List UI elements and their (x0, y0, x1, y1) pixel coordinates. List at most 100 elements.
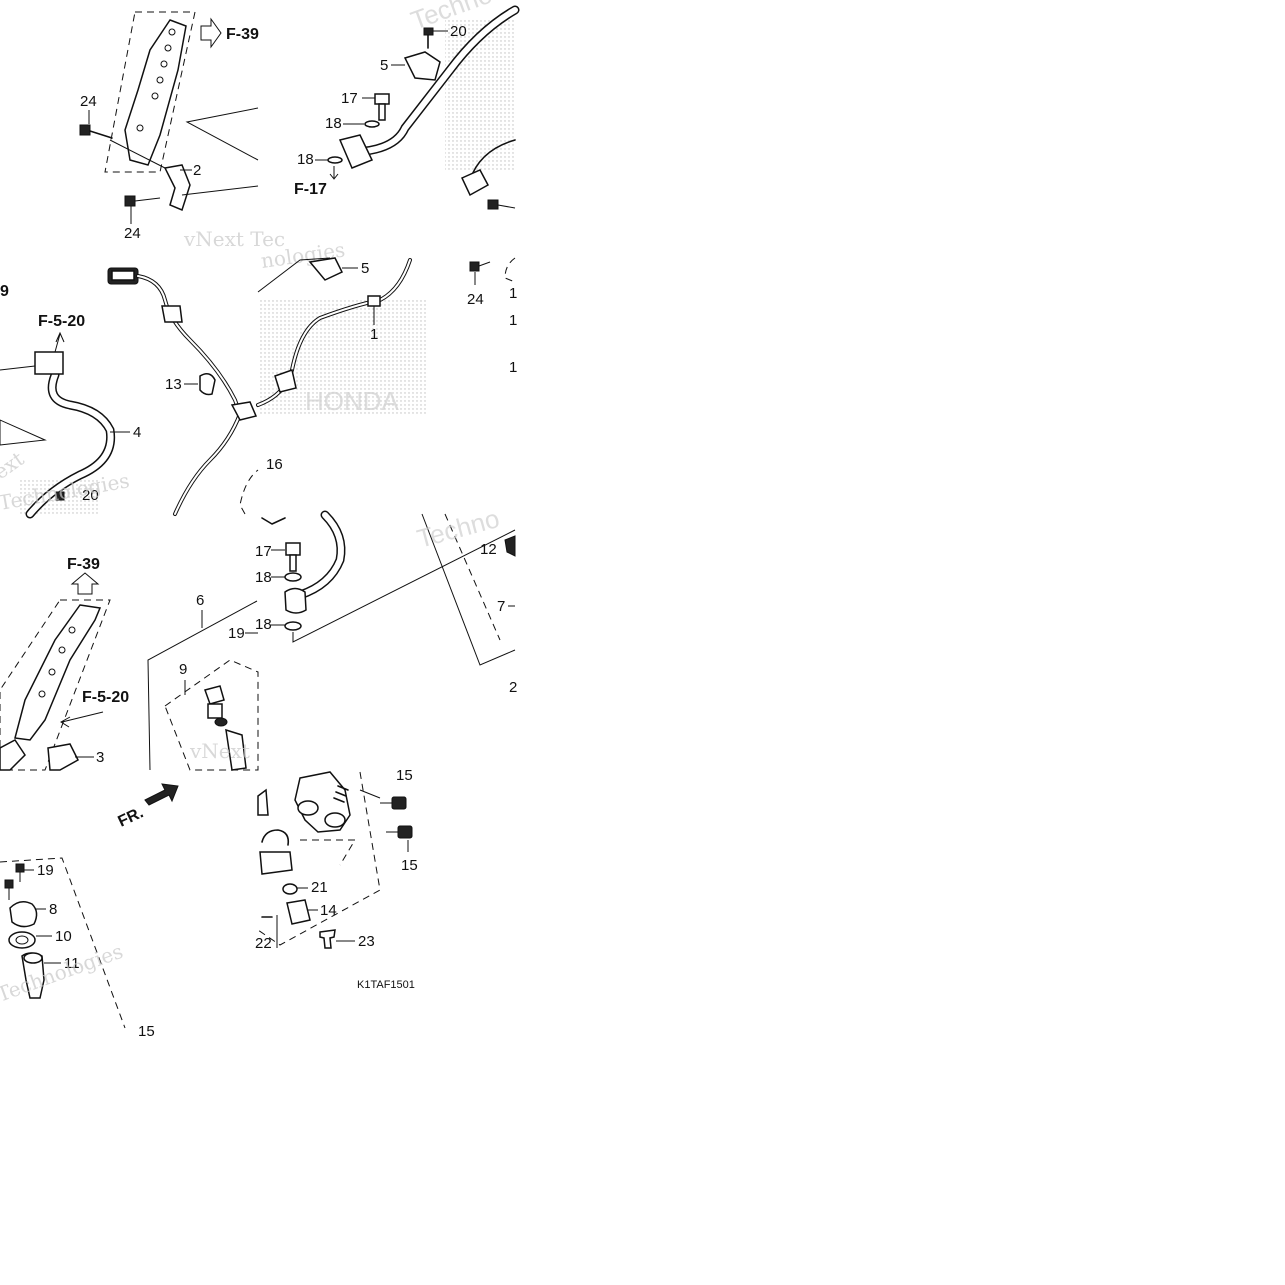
bolt-icon (469, 261, 491, 272)
cable-grommet (199, 373, 216, 396)
bracket-end (0, 739, 26, 771)
callout-1: 1 (509, 312, 517, 329)
callout-20: 20 (450, 23, 467, 40)
callout-24: 24 (467, 291, 484, 308)
watermark: ext (0, 447, 28, 485)
tile-edge-right-upper: 24 1 1 1 (467, 257, 517, 376)
callout-23: 23 (358, 933, 375, 950)
tile-bracket-lower: F-39 F-5-20 3 6 9 vNext (0, 556, 259, 771)
tile-reservoir: 19 8 10 11 15 Technologies (0, 857, 155, 1040)
cable-clamp (230, 401, 258, 421)
callout-2: 2 (193, 162, 201, 179)
banjo-fitting (338, 134, 374, 169)
watermark: vNext Tec (183, 227, 285, 251)
callout-5: 5 (380, 57, 388, 74)
tile-banjo-upper: Techno 20 5 17 18 18 F-17 (294, 0, 520, 210)
bolt-icon (386, 825, 413, 839)
callout-1: 1 (509, 359, 517, 376)
callout-15: 15 (396, 767, 413, 784)
callout-11: 11 (64, 955, 80, 972)
callout-24: 24 (124, 225, 141, 242)
bolt-icon (285, 542, 301, 572)
tile-master-cylinder: 15 15 21 14 22 23 K1TAF1501 (255, 767, 418, 991)
dashed-assembly-outline (0, 599, 111, 771)
cable-holder (274, 369, 297, 393)
callout-6: 6 (196, 592, 204, 609)
callout-1: 1 (509, 285, 517, 302)
bracket-plate (14, 604, 102, 741)
washer-icon (327, 156, 343, 164)
callout-12: 12 (480, 541, 497, 558)
callout-16: 16 (266, 456, 283, 473)
reservoir-cap (9, 901, 38, 928)
bolt-icon (380, 796, 407, 810)
bracket-plate (124, 19, 187, 166)
ref-f5-20: F-5-20 (38, 313, 85, 330)
washer-icon (364, 120, 380, 128)
banjo-fitting (284, 587, 307, 614)
bolt-icon (4, 879, 14, 900)
cable-clip (161, 305, 183, 323)
callout-7: 7 (497, 598, 505, 615)
abs-sensor-connector (107, 267, 139, 285)
arrow-right-icon (200, 17, 222, 49)
ref-partial-9: 9 (0, 283, 9, 300)
callout-17: 17 (255, 543, 272, 560)
cable-sleeve (367, 295, 381, 307)
callout-24: 24 (80, 93, 97, 110)
callout-19: 19 (228, 625, 245, 642)
cable-clamp (308, 257, 344, 281)
diaphragm-plate (8, 931, 36, 949)
tile-abs-cable: HONDA nologies 5 1 (256, 237, 428, 416)
callout-15: 15 (401, 857, 418, 874)
ref-f5-20: F-5-20 (82, 689, 129, 706)
tile-banjo-lower: 16 Techno 17 18 18 19 12 7 2 (228, 456, 517, 696)
front-label: FR. (116, 804, 147, 830)
ref-f39: F-39 (226, 26, 259, 43)
callout-13: 13 (165, 376, 182, 393)
bolt-icon (423, 27, 434, 49)
watermark: Technologies (0, 939, 126, 1007)
arrow-up-icon (70, 572, 100, 595)
pin-icon (319, 929, 336, 949)
arrow-left-icon (60, 711, 104, 728)
hose-junction-block (34, 351, 64, 375)
nut-icon (282, 883, 298, 895)
callout-20: 20 (82, 487, 99, 504)
callout-4: 4 (133, 424, 141, 441)
watermark: HONDA (305, 386, 400, 416)
bolt-icon (374, 93, 390, 121)
callout-3: 3 (96, 749, 104, 766)
bolt-icon (487, 199, 516, 210)
dashed-assembly-outline (164, 659, 259, 771)
callout-18: 18 (255, 569, 272, 586)
callout-18: 18 (297, 151, 314, 168)
piston (257, 788, 269, 816)
callout-19: 19 (37, 862, 54, 879)
callout-8: 8 (49, 901, 57, 918)
callout-5: 5 (361, 260, 369, 277)
callout-18: 18 (255, 616, 272, 633)
bolt-icon (124, 195, 161, 207)
washer-icon (284, 572, 302, 582)
dashed-assembly-outline (104, 11, 196, 173)
tile-hose-left: 9 F-5-20 4 13 20 ext Technologies (0, 267, 258, 519)
callout-21: 21 (311, 879, 328, 896)
clamp (403, 51, 441, 81)
callout-1: 1 (370, 326, 378, 343)
washer-icon (284, 621, 302, 631)
spring-icon (333, 785, 349, 803)
bolt-icon (55, 491, 65, 501)
watermark: vNext (189, 739, 250, 763)
arrow-up-icon (54, 331, 65, 353)
bracket-lever (47, 743, 79, 771)
bracket-lever (163, 164, 191, 212)
callout-22: 22 (255, 935, 272, 952)
arrow-down-icon (329, 166, 339, 180)
callout-18: 18 (325, 115, 342, 132)
nut-icon (504, 535, 516, 557)
circlip-icon (261, 829, 290, 846)
callout-2: 2 (509, 679, 517, 696)
bolt-icon (79, 124, 113, 139)
